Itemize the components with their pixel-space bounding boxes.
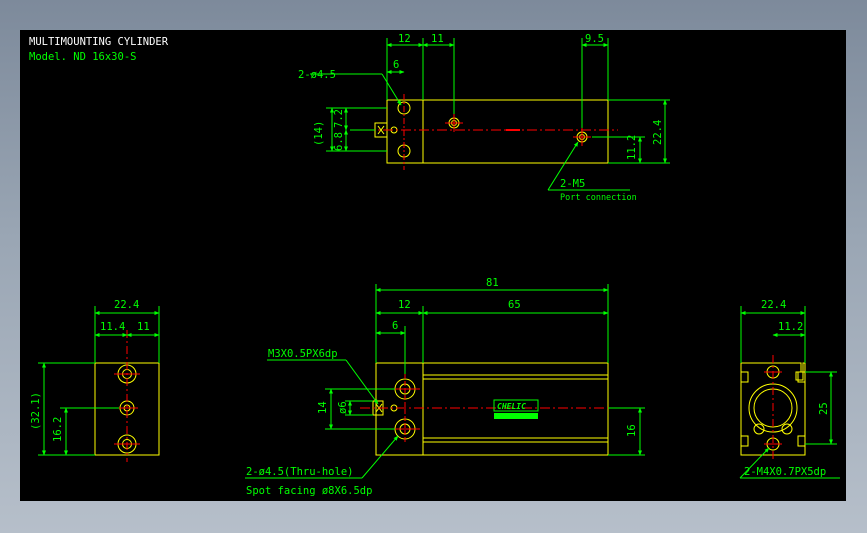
- svg-text:12: 12: [398, 299, 411, 311]
- top-view-holes-callout: 2-ø4.5: [298, 69, 336, 81]
- svg-text:11.4: 11.4: [100, 321, 125, 333]
- drawing-title: MULTIMOUNTING CYLINDER: [29, 36, 169, 48]
- svg-text:22.4: 22.4: [114, 299, 139, 311]
- svg-text:12: 12: [398, 33, 411, 45]
- svg-text:6: 6: [393, 59, 399, 71]
- front-view-holes-callout: 2-ø4.5(Thru-hole): [246, 466, 353, 478]
- svg-text:6: 6: [392, 320, 398, 332]
- model-label: Model. ND 16x30-S: [29, 51, 136, 63]
- right-view-dim-text: 22.4 11.2 25 2-M4X0.7PX5dp: [744, 299, 830, 478]
- left-view-body: [94, 362, 160, 456]
- svg-text:6.8: 6.8: [333, 132, 345, 151]
- top-view: [365, 94, 618, 170]
- svg-text:65: 65: [508, 299, 521, 311]
- left-view: [94, 330, 160, 462]
- left-view-dimensions: [38, 306, 160, 456]
- svg-text:7.2: 7.2: [333, 109, 345, 128]
- front-view: [360, 362, 620, 456]
- svg-text:(14): (14): [313, 121, 325, 146]
- right-view-body: [740, 362, 806, 456]
- front-view-dim-text: 81 12 65 6 M3X0.5PX6dp 14 ø6 16 2-ø4.5(T…: [246, 277, 638, 497]
- svg-text:11: 11: [137, 321, 150, 333]
- svg-text:(32.1): (32.1): [30, 392, 42, 430]
- svg-text:25: 25: [818, 402, 830, 415]
- svg-text:22.4: 22.4: [652, 120, 664, 145]
- front-view-thread-callout: M3X0.5PX6dp: [268, 348, 338, 360]
- right-view-thread-callout: 2-M4X0.7PX5dp: [744, 466, 826, 478]
- top-view-dimensions: [310, 38, 670, 191]
- svg-text:16.2: 16.2: [52, 417, 64, 442]
- svg-text:14: 14: [317, 401, 329, 414]
- top-view-body: [386, 99, 609, 164]
- svg-text:11.2: 11.2: [778, 321, 803, 333]
- cad-drawing-canvas[interactable]: MULTIMOUNTING CYLINDER Model. ND 16x30-S: [20, 30, 846, 501]
- brand-label: CHELIC: [497, 402, 526, 411]
- top-view-port-note: Port connection: [560, 193, 637, 203]
- right-view: [740, 355, 806, 462]
- cad-drawing: MULTIMOUNTING CYLINDER Model. ND 16x30-S: [29, 33, 840, 497]
- svg-text:16: 16: [626, 424, 638, 437]
- left-view-dim-text: 22.4 11.4 11 (32.1) 16.2: [30, 299, 150, 442]
- svg-text:9.5: 9.5: [585, 33, 604, 45]
- top-view-dim-text: 12 11 9.5 6 2-ø4.5 (14) 7.2 6.8 22.4 11.…: [298, 33, 664, 203]
- right-view-dimensions: [739, 306, 840, 479]
- svg-text:11: 11: [431, 33, 444, 45]
- front-view-body: [375, 362, 609, 456]
- front-view-dimensions: [245, 284, 645, 479]
- top-view-port-callout: 2-M5: [560, 178, 585, 190]
- svg-text:ø6: ø6: [337, 401, 349, 414]
- svg-text:22.4: 22.4: [761, 299, 786, 311]
- brand-plate: [493, 399, 539, 412]
- svg-text:81: 81: [486, 277, 499, 289]
- svg-text:11.2: 11.2: [626, 135, 638, 160]
- front-view-spot-callout: Spot facing ø8X6.5dp: [246, 485, 372, 497]
